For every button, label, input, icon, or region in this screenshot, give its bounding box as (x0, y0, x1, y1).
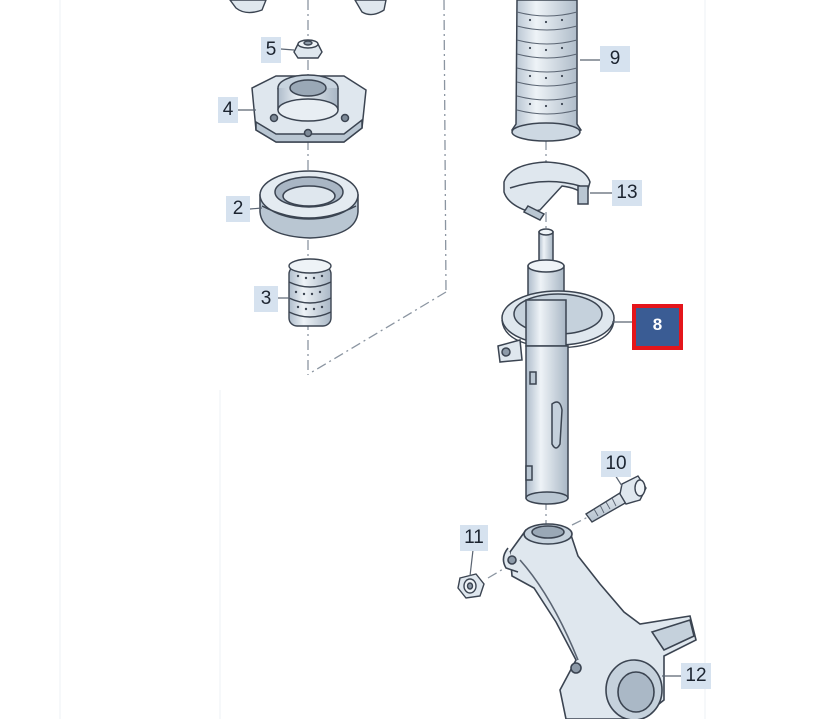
background-guides (59, 0, 706, 719)
callout-8-highlighted[interactable]: 8 (632, 304, 683, 350)
callout-11: 11 (460, 525, 488, 551)
callout-13: 13 (612, 180, 642, 206)
part-3-bump-stop (288, 258, 332, 327)
part-2-bearing (259, 170, 359, 239)
leader-lines (238, 48, 684, 677)
callout-12: 12 (681, 663, 711, 689)
part-8-shock-absorber (497, 228, 615, 505)
part-4-strut-mount (251, 74, 367, 143)
part-9-dust-boot (510, 0, 583, 142)
callout-10: 10 (601, 451, 631, 477)
upper-mount-fragment (229, 0, 387, 16)
callout-2: 2 (226, 196, 250, 222)
part-12-steering-knuckle (502, 523, 697, 719)
part-10-bolt (584, 475, 647, 523)
part-13-spring-seat (503, 161, 591, 221)
part-5-nut (293, 39, 323, 59)
callout-9: 9 (600, 46, 630, 72)
callout-5: 5 (261, 37, 281, 63)
callout-3: 3 (254, 286, 278, 312)
part-11-nut (457, 573, 485, 599)
callout-4: 4 (218, 97, 238, 123)
